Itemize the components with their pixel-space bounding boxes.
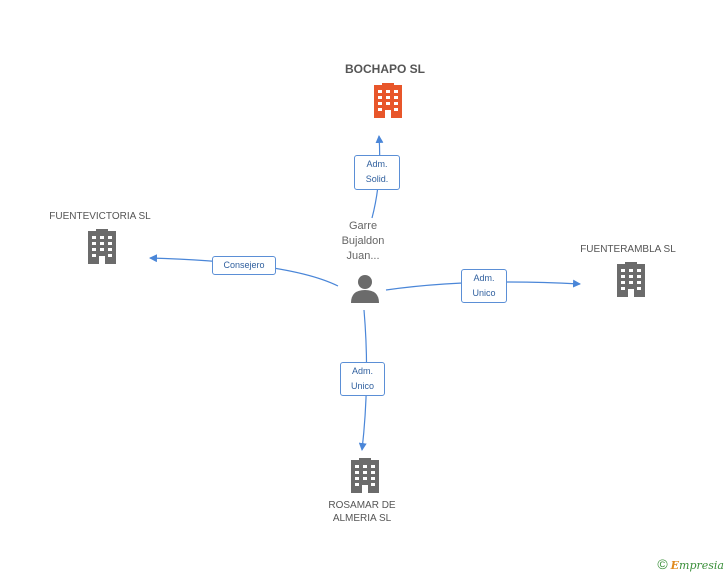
building-icon[interactable] — [350, 458, 380, 493]
edge-label-line1: Adm. — [473, 273, 495, 283]
edge-label-line1: Adm. — [351, 366, 373, 376]
edge-label-adm-unico-bottom: Adm. Unico — [340, 362, 385, 396]
edge-label-line1: Consejero — [223, 260, 265, 270]
edge-label-line1: Adm. — [366, 159, 388, 169]
bottom-company-label: ROSAMAR DE ALMERIA SL — [300, 499, 424, 525]
left-company-label: FUENTEVICTORIA SL — [49, 211, 151, 222]
edge-label-line2: Solid. — [365, 174, 389, 184]
brand-logo-rest: mpresia — [679, 559, 724, 572]
edge-label-adm-unico-right: Adm. Unico — [461, 269, 507, 303]
bottom-company-line1: ROSAMAR DE — [328, 500, 396, 511]
copyright-symbol: © — [657, 556, 668, 572]
edge-label-line2: Unico — [350, 381, 374, 391]
person-label: Garre Bujaldon Juan... — [320, 219, 406, 264]
person-name-line2: Bujaldon — [341, 235, 385, 247]
main-company-label: BOCHAPO SL — [344, 62, 425, 76]
edge-label-consejero: Consejero — [212, 256, 276, 275]
brand-logo: Empresia — [671, 559, 724, 572]
brand-logo-e: E — [670, 559, 680, 572]
building-icon[interactable] — [87, 229, 117, 264]
building-icon[interactable] — [373, 83, 403, 118]
person-name-line1: Garre — [348, 220, 378, 232]
bottom-company-line2: ALMERIA SL — [332, 513, 392, 524]
edge-label-adm-solid: Adm. Solid. — [354, 155, 400, 190]
right-company-label: FUENTERAMBLA SL — [580, 244, 676, 255]
building-icon[interactable] — [616, 262, 646, 297]
person-name-line3: Juan... — [346, 250, 380, 262]
footer-brand: ©Empresia — [657, 556, 724, 572]
edge-label-line2: Unico — [472, 288, 496, 298]
person-icon[interactable] — [350, 274, 380, 303]
